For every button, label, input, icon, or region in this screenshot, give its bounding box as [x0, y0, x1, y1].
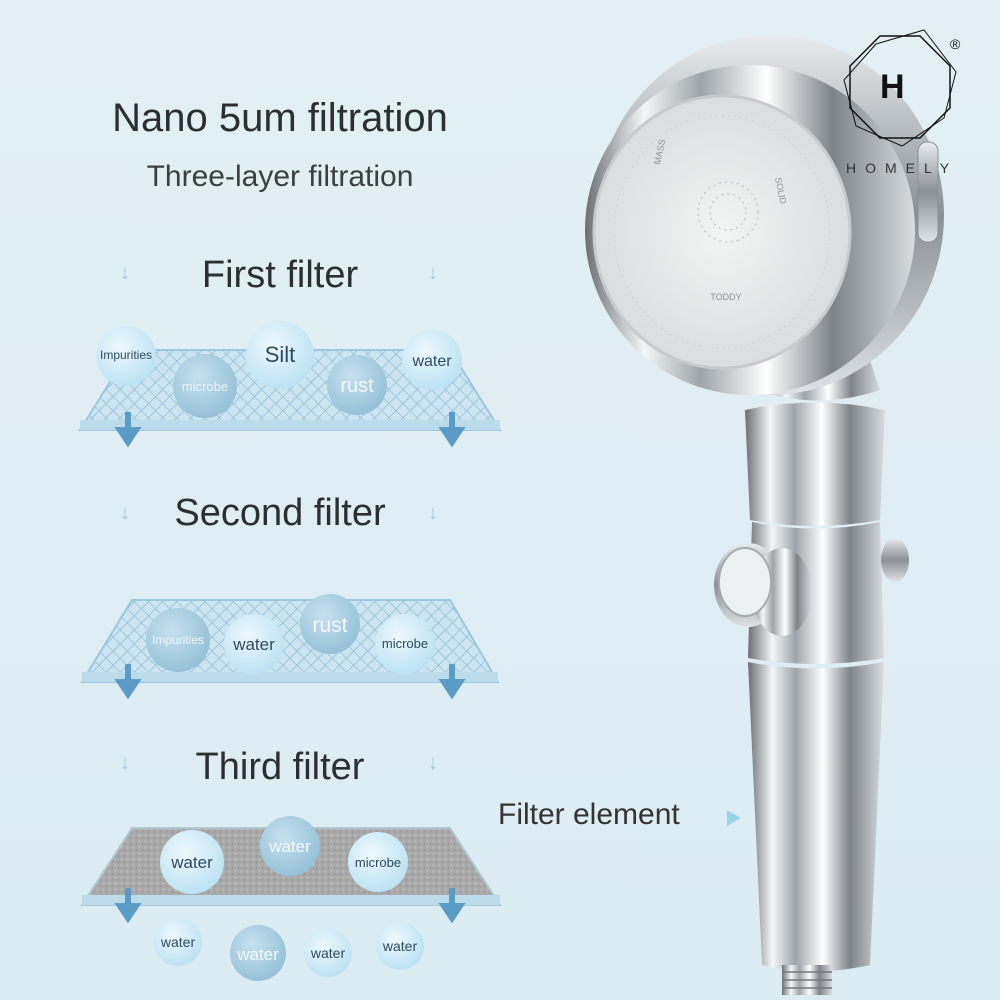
- down-arrow-icon: ↓: [428, 752, 438, 774]
- particle-label: Impurities: [152, 633, 204, 647]
- flow-arrow-icon: [114, 888, 142, 924]
- filter-layer-1: Impurities Silt water microbe rust: [78, 321, 502, 448]
- brand-name: HOMELY: [846, 160, 959, 176]
- flow-arrow-icon: [438, 888, 466, 924]
- faceplate-mark: TODDY: [710, 292, 741, 302]
- page-subtitle: Three-layer filtration: [146, 160, 414, 193]
- down-arrow-icon: ↓: [428, 262, 438, 284]
- particle-label: water: [268, 837, 311, 856]
- particle-label: water: [232, 635, 275, 654]
- flow-arrow-icon: [114, 664, 142, 700]
- particle-label: rust: [340, 375, 374, 397]
- particle-label: water: [411, 353, 452, 370]
- page-title: Nano 5um filtration: [112, 96, 448, 140]
- particle-label: rust: [312, 614, 347, 637]
- pointer-triangle-icon: [727, 810, 741, 826]
- down-arrow-icon: ↓: [428, 502, 438, 524]
- registered-mark: ®: [950, 36, 961, 52]
- flow-arrow-icon: [438, 412, 466, 448]
- particle-label: water: [382, 938, 418, 954]
- stage-1-title: First filter: [201, 254, 359, 296]
- down-arrow-icon: ↓: [120, 262, 130, 284]
- filtered-water: water water water water: [154, 918, 424, 981]
- filter-layer-3: water water microbe: [80, 816, 502, 924]
- filter-layer-2: Impurities water rust microbe: [80, 594, 500, 700]
- down-arrow-icon: ↓: [120, 502, 130, 524]
- stage-2-title: Second filter: [174, 492, 386, 534]
- particle-label: Silt: [265, 342, 296, 367]
- particle-label: water: [160, 934, 196, 950]
- filter-element-label: Filter element: [498, 798, 680, 831]
- down-arrow-icon: ↓: [120, 752, 130, 774]
- particle-label: microbe: [182, 379, 228, 394]
- particle-label: water: [236, 945, 279, 964]
- particle-label: water: [310, 945, 346, 961]
- brand-logo: [843, 29, 957, 147]
- shower-head-image: MASS SOLID TODDY: [585, 35, 944, 995]
- particle-label: microbe: [382, 636, 428, 651]
- flow-arrow-icon: [114, 412, 142, 448]
- particle-label: water: [170, 853, 213, 872]
- brand-monogram: H: [880, 68, 905, 106]
- particle-label: Impurities: [100, 348, 152, 362]
- flow-arrow-icon: [438, 664, 466, 700]
- particle-label: microbe: [355, 855, 401, 870]
- stage-3-title: Third filter: [195, 746, 365, 788]
